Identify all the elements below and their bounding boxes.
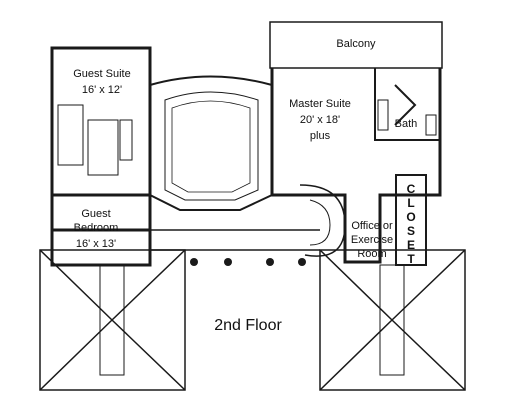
balcony-label: Balcony — [336, 38, 376, 50]
bath-walls — [374, 68, 440, 141]
bath-label: Bath — [395, 118, 418, 130]
roof-right-hips — [319, 249, 466, 391]
office-label-2: Exercise — [351, 234, 393, 246]
bridge-railing — [150, 229, 320, 251]
closet-letter-5: E — [407, 238, 415, 252]
closet-letter-6: T — [407, 252, 415, 266]
spiral-stair-inner — [309, 199, 331, 246]
office-label-3: Room — [357, 248, 386, 260]
walls — [50, 21, 443, 267]
roof-right-inner — [379, 264, 405, 376]
roof-left — [39, 249, 186, 391]
column-1 — [190, 258, 198, 266]
open-to-below-inner — [164, 91, 259, 201]
balcony-outline — [269, 21, 443, 69]
columns — [190, 258, 306, 266]
master-suite-size: 20' x 18' — [300, 114, 340, 126]
column-3 — [266, 258, 274, 266]
roofs — [39, 249, 466, 391]
master-suite-walls — [270, 68, 442, 264]
guest-suite-label: Guest Suite — [73, 68, 130, 80]
office-label-1: Office or — [351, 220, 393, 232]
open-to-below-outer — [149, 75, 273, 211]
closet-letter-3: O — [406, 210, 415, 224]
column-4 — [298, 258, 306, 266]
floor-label: 2nd Floor — [214, 317, 282, 334]
closet-letter-1: C — [407, 182, 416, 196]
closet-outline — [395, 174, 427, 266]
roof-right — [319, 249, 466, 391]
roof-left-inner — [99, 264, 125, 376]
closet-letter-4: S — [407, 224, 415, 238]
master-bath-fixture-1 — [377, 99, 389, 131]
guest-bedroom-label: Guest — [81, 208, 110, 220]
master-suite-label: Master Suite — [289, 98, 351, 110]
guest-bath-fixture-1 — [57, 104, 84, 166]
master-bath-fixture-2 — [425, 114, 437, 136]
closet-letter-2: L — [407, 196, 414, 210]
guest-bedroom-label-2: Bedroom — [74, 222, 119, 234]
master-suite-note: plus — [310, 130, 331, 142]
guest-bath-fixture-3 — [119, 119, 133, 161]
roof-left-hips — [39, 249, 186, 391]
column-2 — [224, 258, 232, 266]
guest-bedroom-size: 16' x 13' — [76, 238, 116, 250]
guest-suite-size: 16' x 12' — [82, 84, 122, 96]
open-to-below-inner2 — [171, 100, 251, 193]
guest-bath-fixture-2 — [87, 119, 119, 176]
